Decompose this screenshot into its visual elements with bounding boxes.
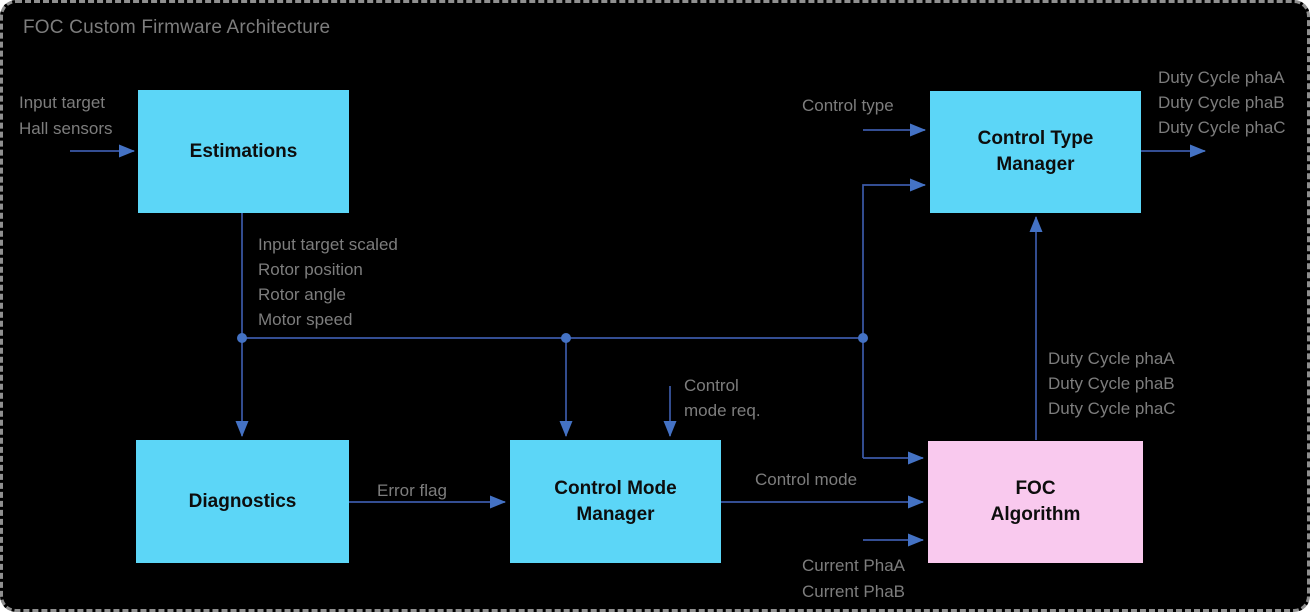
label-estimation-outputs: Input target scaled Rotor position Rotor…	[258, 235, 398, 329]
connector-bus-to-control-type-manager	[862, 178, 926, 458]
connector-layer	[70, 123, 1206, 547]
label-control-mode: Control mode	[755, 470, 858, 489]
label-duty-cycle-internal: Duty Cycle phaA Duty Cycle phaB Duty Cyc…	[1048, 349, 1176, 418]
diagram-title: FOC Custom Firmware Architecture	[23, 17, 331, 38]
label-input-signals: Input target Hall sensors	[19, 93, 113, 138]
label-duty-cycle-outputs: Duty Cycle phaA Duty Cycle phaB Duty Cyc…	[1158, 68, 1286, 137]
label-control-type: Control type	[802, 96, 894, 115]
label-control-mode-req: Control mode req.	[684, 376, 761, 420]
block-foc-algorithm: FOC Algorithm	[928, 441, 1143, 563]
block-control-mode-manager: Control Mode Manager	[510, 440, 721, 563]
junction-dot	[858, 333, 868, 343]
block-estimations: Estimations	[138, 90, 349, 213]
junction-dot	[561, 333, 571, 343]
junction-dot	[237, 333, 247, 343]
block-control-type-manager: Control Type Manager	[930, 91, 1141, 213]
block-diagnostics: Diagnostics	[136, 440, 349, 563]
label-current-phases: Current PhaA Current PhaB	[802, 556, 905, 601]
label-error-flag: Error flag	[377, 481, 447, 500]
